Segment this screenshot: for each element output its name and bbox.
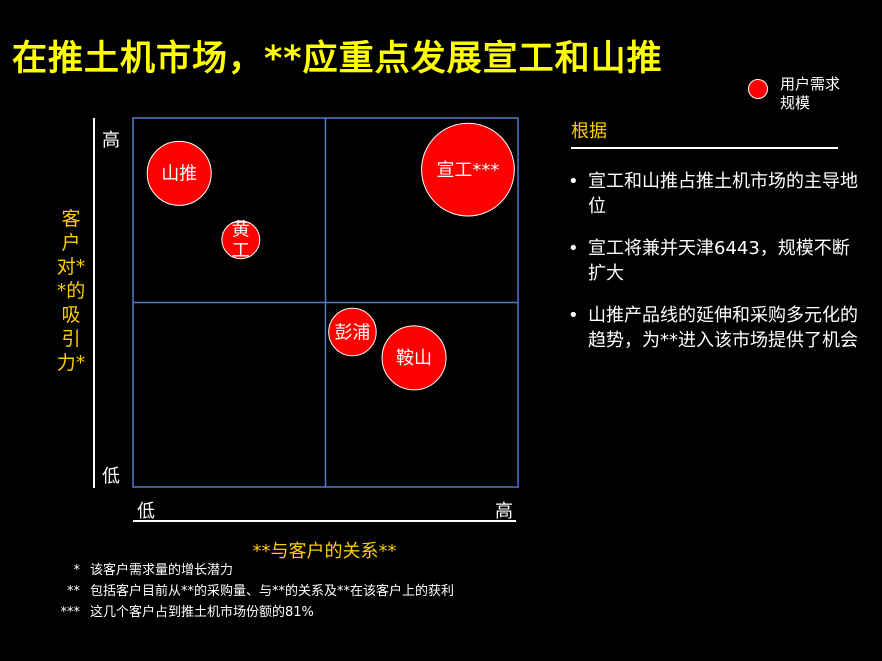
footnote-text: 这几个客户占到推土机市场份额的81% bbox=[90, 605, 314, 620]
legend-label: 用户需求 规模 bbox=[780, 75, 841, 112]
basis-item: • 宣工和山推占推土机市场的主导地位 bbox=[568, 169, 858, 219]
basis-item: • 宣工将兼并天津6443，规模不断扩大 bbox=[568, 236, 858, 286]
y-tick-low: 低 bbox=[102, 466, 120, 487]
x-axis-label: **与客户的关系** bbox=[252, 541, 397, 562]
bubble-label: 黄 bbox=[232, 220, 250, 241]
footnote-mark: ** bbox=[67, 584, 80, 599]
bubble-label: 山推 bbox=[161, 164, 197, 185]
bullet-icon: • bbox=[568, 171, 579, 192]
footnote-mark: * bbox=[73, 563, 81, 578]
bubble: 山推 bbox=[146, 140, 212, 206]
basis-item: • 山推产品线的延伸和采购多元化的趋势，为**进入该市场提供了机会 bbox=[568, 303, 858, 353]
bubble-label: 鞍山 bbox=[396, 348, 432, 369]
basis-list: • 宣工和山推占推土机市场的主导地位 • 宣工将兼并天津6443，规模不断扩大 • 山… bbox=[568, 169, 858, 370]
basis-item-text: 宣工将兼并天津6443，规模不断扩大 bbox=[588, 238, 850, 284]
y-axis-line bbox=[93, 118, 95, 488]
footnote-text: 该客户需求量的增长潜力 bbox=[90, 563, 234, 578]
bubble-circle bbox=[328, 307, 377, 357]
bubble: 鞍山 bbox=[381, 325, 447, 391]
bubble-circle bbox=[381, 325, 447, 391]
x-tick-high: 高 bbox=[495, 501, 513, 522]
bubble-circle bbox=[146, 140, 212, 206]
bubble-circle bbox=[221, 220, 261, 260]
y-tick-high: 高 bbox=[102, 130, 120, 151]
basis-divider bbox=[571, 147, 838, 149]
bullet-icon: • bbox=[568, 238, 579, 259]
bubble-circle bbox=[421, 122, 515, 217]
basis-heading: 根据 bbox=[571, 121, 607, 142]
basis-item-text: 山推产品线的延伸和采购多元化的趋势，为**进入该市场提供了机会 bbox=[588, 305, 858, 351]
bullet-icon: • bbox=[568, 305, 579, 326]
bubble-label: 彭浦 bbox=[334, 322, 370, 343]
bubble: 宣工*** bbox=[421, 122, 515, 217]
y-axis-label: 客 户 对* *的 吸 引 力* bbox=[56, 208, 86, 374]
x-tick-low: 低 bbox=[137, 501, 155, 522]
bubble-label: 工 bbox=[232, 241, 250, 262]
bubble: 黄工 bbox=[221, 220, 261, 262]
basis-item-text: 宣工和山推占推土机市场的主导地位 bbox=[588, 171, 858, 217]
page-title: 在推土机市场，**应重点发展宣工和山推 bbox=[12, 39, 663, 79]
bubble-label: 宣工*** bbox=[436, 160, 499, 181]
footnote-mark: *** bbox=[60, 605, 81, 620]
legend-bubble-icon bbox=[748, 79, 768, 99]
bubble: 彭浦 bbox=[328, 307, 377, 357]
footnote-text: 包括客户目前从**的采购量、与**的关系及**在该客户上的获利 bbox=[90, 584, 455, 599]
x-axis-line bbox=[133, 520, 516, 522]
